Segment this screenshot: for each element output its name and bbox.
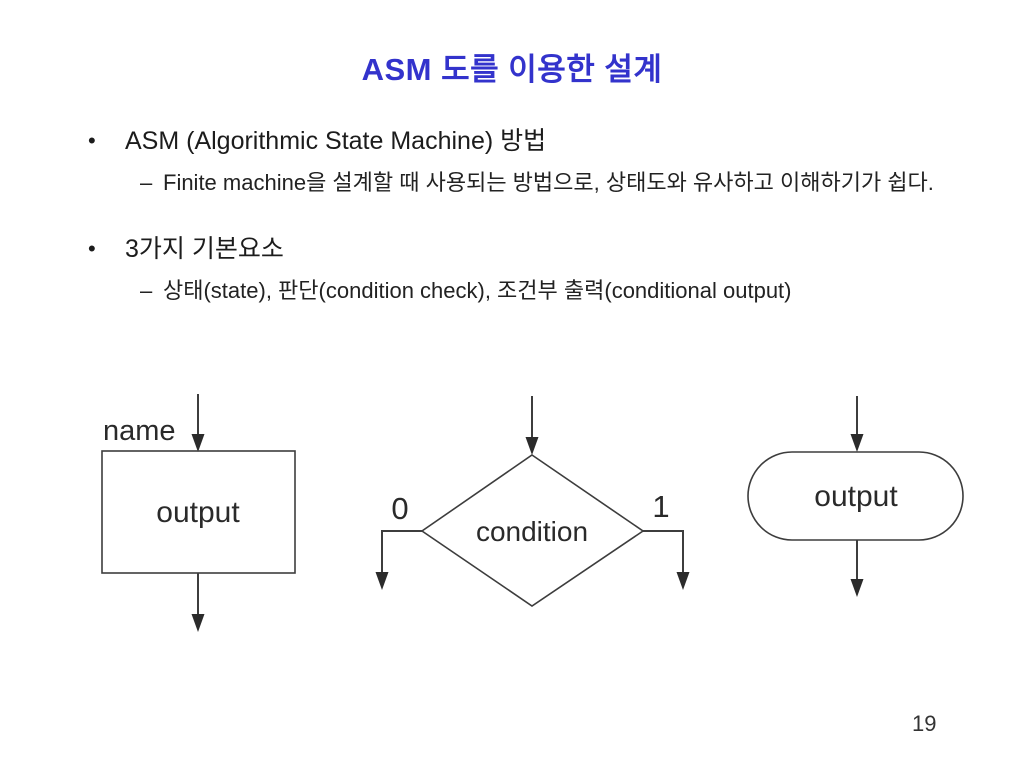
decision-true-label: 1 — [652, 489, 669, 524]
conditional-entry-arrowhead-icon — [850, 434, 864, 452]
dash-marker: – — [140, 170, 153, 195]
sub-bullet-text: 상태(state), 판단(condition check), 조건부 출력(c… — [163, 278, 792, 303]
state-exit-arrowhead-icon — [191, 614, 205, 632]
page-number: 19 — [912, 711, 937, 736]
sub-bullet-text: Finite machine을 설계할 때 사용되는 방법으로, 상태도와 유사… — [163, 170, 934, 195]
decision-false-arrowhead-icon — [375, 572, 389, 590]
bullet-item-asm-method: • ASM (Algorithmic State Machine) 방법 — [88, 126, 546, 156]
decision-figure: condition 0 1 — [375, 396, 690, 607]
conditional-output-figure: output — [747, 396, 964, 597]
bullet-marker: • — [88, 236, 96, 261]
bullet-text: ASM (Algorithmic State Machine) 방법 — [125, 127, 547, 155]
bullet-text: 3가지 기본요소 — [125, 235, 284, 263]
conditional-output-box — [747, 451, 964, 541]
slide-title: ASM 도를 이용한 설계 — [361, 52, 663, 87]
sub-bullet-finite-machine: – Finite machine을 설계할 때 사용되는 방법으로, 상태도와 … — [140, 168, 938, 197]
decision-false-branch-line — [381, 530, 422, 573]
decision-diamond — [420, 454, 645, 607]
sub-bullet-elements-list: – 상태(state), 판단(condition check), 조건부 출력… — [140, 276, 938, 305]
decision-true-arrowhead-icon — [676, 572, 690, 590]
state-entry-arrowhead-icon — [191, 434, 205, 452]
conditional-output-label: output — [814, 480, 898, 513]
bullet-item-three-elements: • 3가지 기본요소 — [88, 234, 284, 264]
state-box-figure: name output — [101, 394, 296, 632]
conditional-exit-arrowhead-icon — [850, 579, 864, 597]
decision-condition-label: condition — [476, 516, 588, 547]
decision-true-branch-line — [643, 530, 684, 573]
dash-marker: – — [140, 278, 153, 303]
decision-entry-arrowhead-icon — [525, 437, 539, 455]
bullet-marker: • — [88, 128, 96, 153]
state-name-label: name — [103, 415, 176, 447]
decision-false-label: 0 — [391, 491, 408, 526]
state-output-label: output — [156, 496, 240, 529]
